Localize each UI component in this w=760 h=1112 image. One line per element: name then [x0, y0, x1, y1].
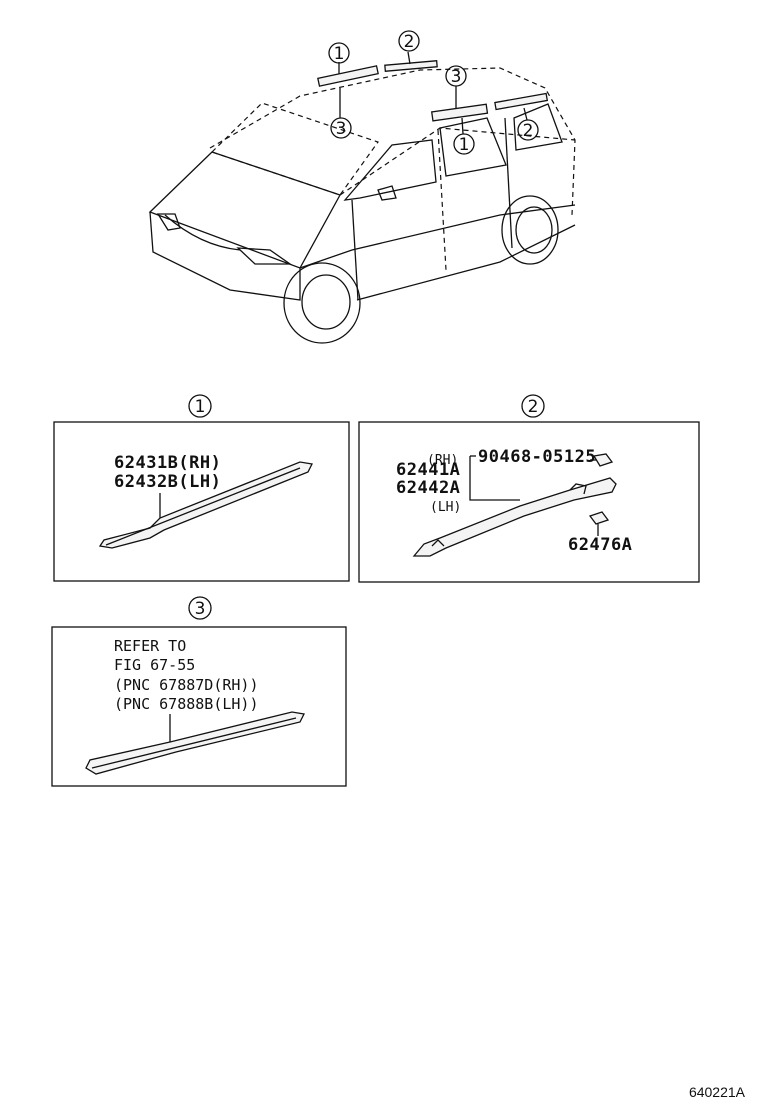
callout-2-car [398, 30, 420, 52]
panel-2-screw: 90468-05125 [478, 447, 596, 467]
callout-2-car-label: 2 [404, 32, 415, 52]
callout-1-car-side-label: 1 [459, 135, 470, 155]
panel-3-line3: (PNC 67887D(RH)) [114, 676, 259, 694]
panel-3-frame [51, 626, 347, 787]
callout-1-car-label: 1 [334, 44, 345, 64]
panel-2-clip-icon [588, 511, 610, 525]
panel-1-part-lh: 62432B(LH) [114, 472, 221, 492]
callout-3-car-side-label: 3 [451, 67, 462, 87]
panel-1: 1 62431B(RH) 62432B(LH) [53, 394, 350, 582]
panel-3: 3 REFER TO FIG 67-55 (PNC 67887D(RH)) (P… [51, 596, 347, 787]
panel-1-callout [188, 394, 212, 418]
panel-2: 2 (RH) 62441A 62442A (LH) 90468-05125 62… [358, 394, 700, 583]
panel-3-title: 3 [195, 599, 206, 619]
panel-2-part-a: 62441A [396, 460, 460, 480]
panel-2-frame [358, 421, 700, 583]
callout-1-car-side [453, 133, 475, 155]
panel-2-lh-tag: (LH) [430, 500, 461, 515]
panel-3-callout [188, 596, 212, 620]
callout-2-car-side [517, 119, 539, 141]
panel-2-rail [412, 477, 617, 557]
panel-2-part-b: 62442A [396, 478, 460, 498]
callout-3-car-side [445, 65, 467, 87]
callout-2-car-side-label: 2 [523, 121, 534, 141]
panel-2-clip: 62476A [568, 535, 632, 555]
panel-1-frame [53, 421, 350, 582]
panel-3-line1: REFER TO [114, 637, 186, 655]
panel-3-line2: FIG 67-55 [114, 656, 195, 674]
panel-2-callout [521, 394, 545, 418]
panel-2-title: 2 [528, 397, 539, 417]
panel-3-line4: (PNC 67888B(LH)) [114, 695, 259, 713]
callout-1-car [328, 42, 350, 64]
callout-3-car-front-label: 3 [336, 119, 347, 139]
panel-2-screw-icon [592, 453, 614, 467]
vehicle-illustration: 1 2 3 3 1 2 [148, 30, 576, 344]
panel-2-rh-tag: (RH) [427, 453, 458, 468]
figure-id: 640221A [689, 1084, 746, 1100]
panel-1-part-rh: 62431B(RH) [114, 453, 221, 473]
panel-1-title: 1 [195, 397, 206, 417]
callout-3-car-front [330, 117, 352, 139]
